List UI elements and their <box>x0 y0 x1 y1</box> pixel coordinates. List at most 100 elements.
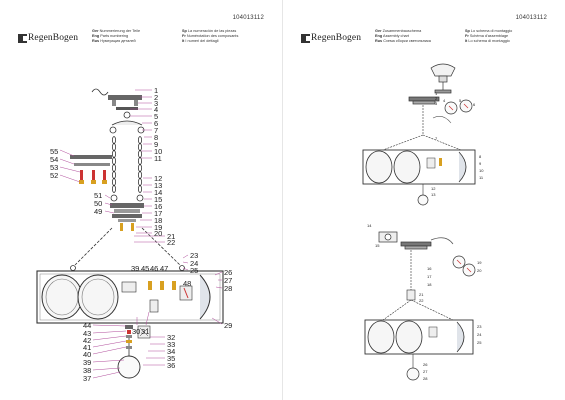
callout-24: 24 <box>477 332 482 337</box>
canopy <box>109 120 145 134</box>
part-label-40: 40 <box>83 350 91 359</box>
upper-frame <box>362 149 476 206</box>
part-label-41: 41 <box>83 343 91 352</box>
part-label-38: 38 <box>83 366 91 375</box>
upper-chains <box>382 105 462 151</box>
part-label-34: 34 <box>167 347 175 356</box>
legend-sp: Sp Lo schema di montaggio <box>465 29 513 33</box>
legend-ger: Ger Zusammenbauschema <box>375 29 422 33</box>
legend-sp: Sp La numeración de las piezas <box>182 29 237 33</box>
assembly-callouts: 1 2 3 4 5 6 7 8 9 10 11 12 13 14 15 16 1… <box>367 91 484 381</box>
lower-mount-detail <box>378 231 476 277</box>
part-label-36: 36 <box>167 361 175 370</box>
callout-8: 8 <box>479 154 482 159</box>
part-label-7: 7 <box>154 126 158 135</box>
page-legend: Ger Nummerierung der Teile Sp La numerac… <box>92 29 274 45</box>
callout-7: 7 <box>435 136 438 141</box>
legend-fr: Fr Schéma d'assemblage <box>465 34 509 39</box>
part-label-31: 31 <box>141 327 149 336</box>
assembly-chart-page: 104013112 RegenBogen Ger Zusammenbausche… <box>283 0 565 400</box>
part-label-45: 45 <box>141 264 149 273</box>
brand-name: RegenBogen <box>28 33 79 43</box>
part-label-4: 4 <box>154 105 158 114</box>
callout-6: 6 <box>473 102 476 107</box>
part-label-30: 30 <box>132 327 140 336</box>
part-label-46: 46 <box>150 264 158 273</box>
part-label-43: 43 <box>83 329 91 338</box>
part-label-47: 47 <box>160 264 168 273</box>
part-label-49: 49 <box>94 207 102 216</box>
callout-5: 5 <box>459 98 462 103</box>
parts-numbering-page: 104013112 RegenBogen Ger Nummerierung de… <box>0 0 282 400</box>
legend-eng: Eng Parts numbering <box>92 34 129 39</box>
part-label-5: 5 <box>154 112 158 121</box>
part-label-54: 54 <box>50 155 58 164</box>
callout-9: 9 <box>479 161 482 166</box>
part-label-32: 32 <box>167 333 175 342</box>
part-label-39b: 39 <box>131 264 139 273</box>
ceiling-bracket <box>91 88 142 119</box>
legend-fr: Fr Numérotation des composants <box>182 34 239 39</box>
part-label-42: 42 <box>83 336 91 345</box>
part-label-9: 9 <box>154 140 158 149</box>
callout-18: 18 <box>427 282 432 287</box>
part-label-11: 11 <box>154 154 162 163</box>
callout-2: 2 <box>435 96 438 101</box>
part-label-15: 15 <box>154 195 162 204</box>
chain-right <box>137 136 142 193</box>
callout-28: 28 <box>423 376 428 381</box>
leader-lines <box>59 89 223 379</box>
part-label-17: 17 <box>154 209 162 218</box>
part-label-25: 25 <box>190 266 198 275</box>
legend-rus: Rus Схема сборки светильника <box>375 39 431 44</box>
part-label-24: 24 <box>190 259 198 268</box>
callout-16: 16 <box>427 266 432 271</box>
assembly-drawings: 1 2 3 4 5 6 7 8 9 10 11 12 13 14 15 16 1… <box>362 63 484 381</box>
part-label-26: 26 <box>224 268 232 277</box>
legend-eng: Eng Assembly chart <box>375 34 409 39</box>
legend-ger: Ger Nummerierung der Teile <box>92 29 141 33</box>
part-label-27: 27 <box>224 276 232 285</box>
central-hub <box>110 194 144 231</box>
callout-15: 15 <box>375 243 380 248</box>
part-label-37: 37 <box>83 374 91 383</box>
document-number: 104013112 <box>232 15 264 21</box>
part-label-19: 19 <box>154 223 162 232</box>
callout-27: 27 <box>423 369 428 374</box>
callout-10: 10 <box>479 168 484 173</box>
part-label-35: 35 <box>167 354 175 363</box>
part-label-18: 18 <box>154 216 162 225</box>
legend-rus: Rus Нумерация деталей <box>92 39 136 44</box>
callout-23: 23 <box>477 324 482 329</box>
ceiling-mount-detail <box>430 63 456 94</box>
upper-canopy <box>408 96 473 115</box>
chain-left <box>112 136 117 193</box>
part-label-10: 10 <box>154 147 162 156</box>
callout-3: 3 <box>435 101 438 106</box>
part-label-6: 6 <box>154 119 158 128</box>
part-label-14: 14 <box>154 188 162 197</box>
part-label-16: 16 <box>154 202 162 211</box>
lower-chains <box>382 250 454 321</box>
part-label-55: 55 <box>50 147 58 156</box>
part-label-33: 33 <box>167 340 175 349</box>
callout-20: 20 <box>477 268 482 273</box>
part-label-21: 21 <box>167 232 175 241</box>
page-divider <box>282 0 283 400</box>
brand-logo: RegenBogen <box>18 33 78 43</box>
main-frame <box>36 270 224 324</box>
part-label-8: 8 <box>154 133 158 142</box>
callout-4: 4 <box>443 98 446 103</box>
part-label-50: 50 <box>94 199 102 208</box>
part-label-29: 29 <box>224 321 232 330</box>
part-label-51: 51 <box>94 191 102 200</box>
callout-22: 22 <box>419 298 424 303</box>
part-label-28: 28 <box>224 284 232 293</box>
part-label-52: 52 <box>50 171 58 180</box>
callout-11: 11 <box>479 175 484 180</box>
part-label-20: 20 <box>154 229 162 238</box>
callout-19: 19 <box>477 260 482 265</box>
bottom-pendant <box>117 325 151 379</box>
part-label-12: 12 <box>154 174 162 183</box>
brand-logo-right: RegenBogen <box>301 33 361 43</box>
